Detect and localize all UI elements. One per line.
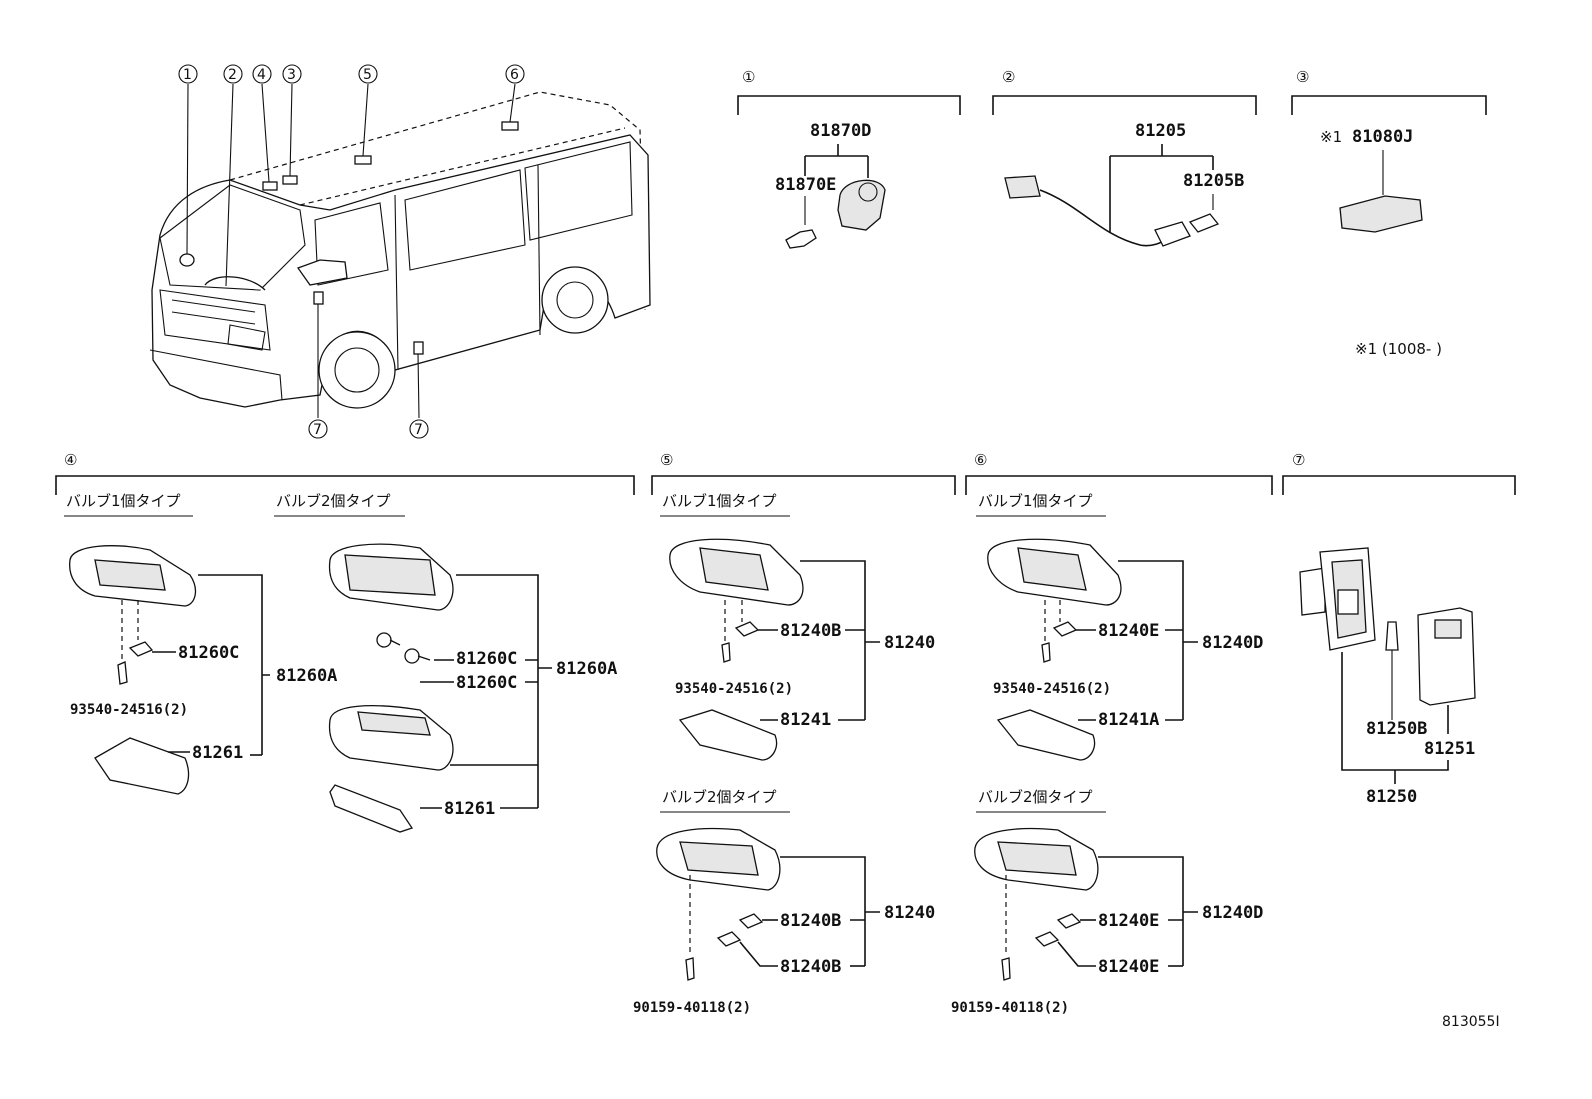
sub-label-1-bulb: バルブ1個タイプ: [66, 492, 181, 510]
part-81870D: 81870D: [810, 121, 871, 141]
svg-text:1: 1: [183, 67, 192, 83]
svg-text:2: 2: [228, 67, 237, 83]
footnote: ※1 (1008- ): [1355, 340, 1442, 358]
part-81240-b: 81240: [884, 903, 935, 923]
part-81240D-b: 81240D: [1202, 903, 1263, 923]
section-3: ③ ※1 81080J ※1 (1008- ): [1291, 68, 1487, 358]
sub-label-2-bulb-5: バルブ2個タイプ: [662, 788, 777, 806]
svg-text:7: 7: [313, 422, 322, 438]
part-81240E-a: 81240E: [1098, 621, 1159, 641]
part-81240B-b2: 81240B: [780, 957, 841, 977]
section-7: ⑦ 81250B 81251 81250: [1282, 451, 1516, 807]
part-81870E: 81870E: [775, 175, 836, 195]
section-7-number: ⑦: [1292, 451, 1305, 469]
part-81241A: 81241A: [1098, 710, 1159, 730]
part-81260A-1: 81260A: [276, 666, 337, 686]
part-81240B-a: 81240B: [780, 621, 841, 641]
part-81251: 81251: [1424, 739, 1475, 759]
section-1-number: ①: [742, 68, 755, 86]
part-81240B-b1: 81240B: [780, 911, 841, 931]
section-3-number: ③: [1296, 68, 1309, 86]
svg-text:6: 6: [510, 67, 519, 83]
svg-text:7: 7: [414, 422, 423, 438]
section-2-number: ②: [1002, 68, 1015, 86]
diagram-code: 813055I: [1442, 1014, 1500, 1030]
part-81205B: 81205B: [1183, 171, 1244, 191]
sub-label-1-bulb-5: バルブ1個タイプ: [662, 492, 777, 510]
part-81240E-b2: 81240E: [1098, 957, 1159, 977]
sub-label-1-bulb-6: バルブ1個タイプ: [978, 492, 1093, 510]
part-81240-a: 81240: [884, 633, 935, 653]
svg-text:5: 5: [363, 67, 372, 83]
part-81240E-b1: 81240E: [1098, 911, 1159, 931]
section-2: ② 81205 81205B: [992, 68, 1257, 247]
section-6-number: ⑥: [974, 451, 987, 469]
part-81205: 81205: [1135, 121, 1186, 141]
van-callouts: 1 2 4 3 5 6 7 7: [178, 64, 525, 439]
part-81260A-2: 81260A: [556, 659, 617, 679]
van-illustration: [149, 83, 651, 419]
part-81250B: 81250B: [1366, 719, 1427, 739]
part-93540-24516-6: 93540-24516(2): [993, 681, 1111, 697]
part-90159-40118-6: 90159-40118(2): [951, 1000, 1069, 1016]
svg-text:3: 3: [287, 67, 296, 83]
note-mark: ※1: [1320, 128, 1342, 146]
part-81240D-a: 81240D: [1202, 633, 1263, 653]
part-81250: 81250: [1366, 787, 1417, 807]
part-93540-24516-5: 93540-24516(2): [675, 681, 793, 697]
svg-text:4: 4: [257, 67, 266, 83]
part-81260C-2: 81260C: [456, 649, 517, 669]
part-81261-2: 81261: [444, 799, 495, 819]
section-5: ⑤ バルブ1個タイプ 81240B 81240 93540-24516(2) 8…: [633, 451, 956, 1016]
sub-label-2-bulb: バルブ2個タイプ: [276, 492, 391, 510]
part-81080J: 81080J: [1352, 127, 1413, 147]
section-4-number: ④: [64, 451, 77, 469]
section-1: ① 81870D 81870E: [737, 68, 961, 249]
part-81241: 81241: [780, 710, 831, 730]
section-6: ⑥ バルブ1個タイプ 81240E 81240D 93540-24516(2) …: [951, 451, 1273, 1016]
sub-label-2-bulb-6: バルブ2個タイプ: [978, 788, 1093, 806]
part-93540-24516: 93540-24516(2): [70, 702, 188, 718]
part-81260C-3: 81260C: [456, 673, 517, 693]
section-5-number: ⑤: [660, 451, 673, 469]
part-90159-40118: 90159-40118(2): [633, 1000, 751, 1016]
part-81260C-1: 81260C: [178, 643, 239, 663]
section-4: ④ バルブ1個タイプ バルブ2個タイプ 81260C 81260A 93540-…: [55, 451, 635, 833]
part-81261-1: 81261: [192, 743, 243, 763]
